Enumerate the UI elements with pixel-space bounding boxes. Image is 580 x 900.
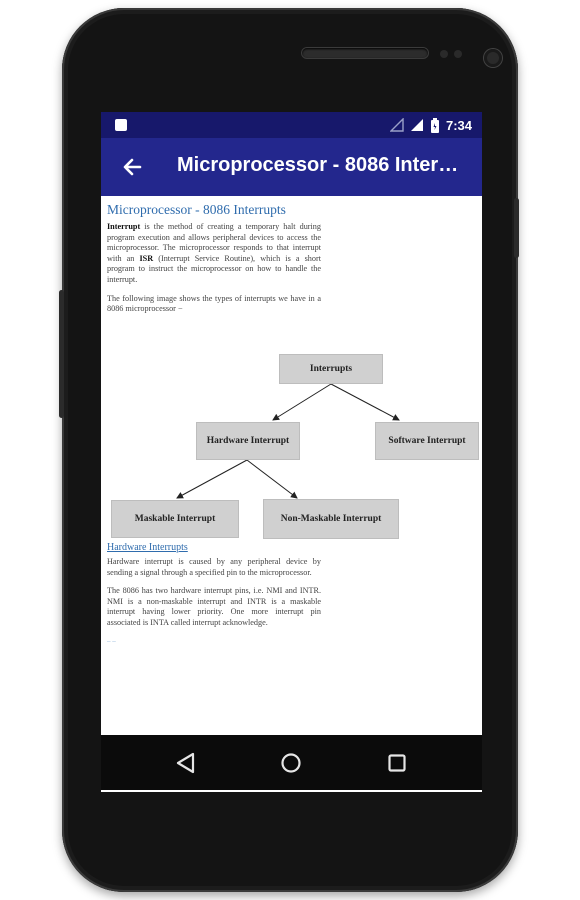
intro-paragraph: Interrupt is the method of creating a te… bbox=[107, 222, 321, 286]
page-title: Microprocessor - 8086 Inter… bbox=[177, 154, 459, 176]
node-hardware-interrupt: Hardware Interrupt bbox=[196, 422, 300, 460]
intro-term: Interrupt bbox=[107, 222, 141, 231]
edge-hardware-nonmaskable bbox=[246, 459, 298, 499]
proximity-sensor bbox=[440, 50, 448, 58]
hardware-interrupts-section: Hardware Interrupts Hardware interrupt i… bbox=[107, 542, 321, 645]
faded-content-edge: – – bbox=[107, 636, 116, 645]
intro-isr: ISR bbox=[139, 253, 154, 263]
phone-side-button-right bbox=[514, 198, 519, 258]
hardware-para-1: Hardware interrupt is caused by any peri… bbox=[107, 557, 321, 577]
edge-root-hardware bbox=[272, 383, 332, 421]
edge-root-software bbox=[330, 383, 400, 421]
node-maskable-interrupt: Maskable Interrupt bbox=[111, 500, 239, 538]
intro-text-1: is the method of creating a temporary ha… bbox=[107, 222, 321, 263]
hardware-para-2: The 8086 has two hardware interrupt pins… bbox=[107, 586, 321, 627]
node-interrupts: Interrupts bbox=[279, 354, 383, 384]
light-sensor bbox=[454, 50, 462, 58]
intro-text-2: (Interrupt Service Routine), which is a … bbox=[107, 253, 321, 284]
node-non-maskable-interrupt: Non-Maskable Interrupt bbox=[263, 499, 399, 539]
clock-time: 7:34 bbox=[445, 117, 472, 133]
back-triangle-icon[interactable] bbox=[171, 748, 201, 778]
edge-hardware-maskable bbox=[176, 459, 248, 499]
front-camera bbox=[484, 49, 502, 67]
home-circle-icon[interactable] bbox=[276, 748, 306, 778]
status-icons: 7:34 bbox=[389, 112, 472, 138]
phone-side-button-left bbox=[59, 290, 64, 418]
battery-icon bbox=[430, 117, 439, 133]
status-bar: 7:34 bbox=[101, 112, 482, 138]
navigation-bar bbox=[101, 735, 482, 790]
diagram-connectors bbox=[176, 383, 400, 499]
interrupt-types-diagram: Interrupts Hardware Interrupt Software I… bbox=[101, 350, 482, 540]
recents-square-icon[interactable] bbox=[382, 748, 412, 778]
earpiece-speaker bbox=[302, 48, 428, 58]
article-heading: Microprocessor - 8086 Interrupts bbox=[107, 202, 286, 217]
hardware-interrupts-link[interactable]: Hardware Interrupts bbox=[107, 542, 188, 553]
signal-full-icon bbox=[410, 119, 423, 131]
phone-screen: 7:34 Microprocessor - 8086 Inter… Microp… bbox=[101, 112, 482, 792]
app-notification-icon bbox=[115, 119, 127, 131]
signal-empty-icon bbox=[389, 118, 404, 132]
arrow-back-icon[interactable] bbox=[119, 154, 145, 180]
node-software-interrupt: Software Interrupt bbox=[375, 422, 479, 460]
article-content: Microprocessor - 8086 Interrupts Interru… bbox=[107, 202, 321, 323]
app-bar: Microprocessor - 8086 Inter… bbox=[101, 138, 482, 196]
image-intro-paragraph: The following image shows the types of i… bbox=[107, 293, 321, 314]
